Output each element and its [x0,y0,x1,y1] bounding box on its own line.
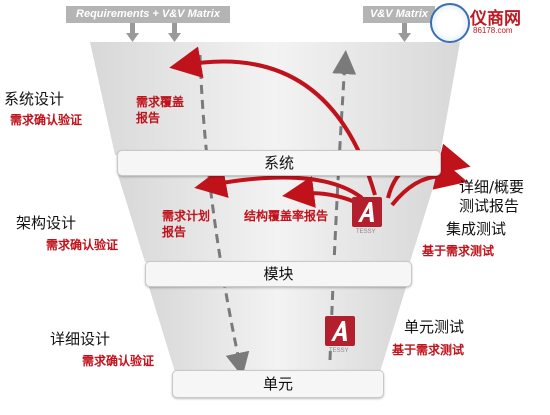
system-level-label: 系统 [263,154,294,172]
structural-coverage-report: 结构覆盖率报告 [244,209,329,223]
unit-basis-label: 基于需求测试 [392,343,465,357]
watermark-name: 仪商网 [470,9,521,29]
red-arrow-to-integration [390,158,468,207]
requirement-plan-report: 需求计划报告 [162,209,211,239]
funnel-bottom-section [148,284,407,372]
requirements-matrix-header: Requirements + V&V Matrix [66,6,230,23]
integration-test-label: 集成测试 [446,220,507,238]
detail-verify-label: 需求确认验证 [82,354,155,368]
tessy-a-glyph-icon [358,202,374,222]
vv-matrix-header: V&V Matrix [363,6,435,23]
header-down-arrows [126,22,411,42]
watermark-logo-icon [430,3,470,43]
dashed-down-arrow [198,54,250,377]
tessy-logo-icon-unit [325,316,355,346]
unit-level-label: 单元 [262,375,293,393]
detail-summary-report-label: 详细/概要测试报告 [459,178,525,215]
unit-test-label: 单元测试 [404,318,465,336]
tessy-a-glyph-icon-unit [331,321,347,341]
unit-level-bar: 单元 [172,370,384,398]
requirement-coverage-report: 需求覆盖报告 [136,95,185,125]
system-design-label: 系统设计 [4,90,65,108]
watermark-domain: 86178.com [473,26,513,35]
system-level-bar: 系统 [117,150,441,176]
detail-design-label: 详细设计 [50,330,111,348]
integration-basis-label: 基于需求测试 [422,244,495,258]
architecture-verify-label: 需求确认验证 [46,238,119,252]
module-level-bar: 模块 [145,261,412,287]
tessy-logo-icon [352,197,382,227]
tessy-logo-text-unit: TESSY [329,348,349,354]
dashed-up-arrow [328,50,357,361]
architecture-design-label: 架构设计 [16,214,77,232]
module-level-label: 模块 [263,265,294,283]
tessy-logo-text: TESSY [356,229,376,235]
system-verify-label: 需求确认验证 [10,113,83,127]
